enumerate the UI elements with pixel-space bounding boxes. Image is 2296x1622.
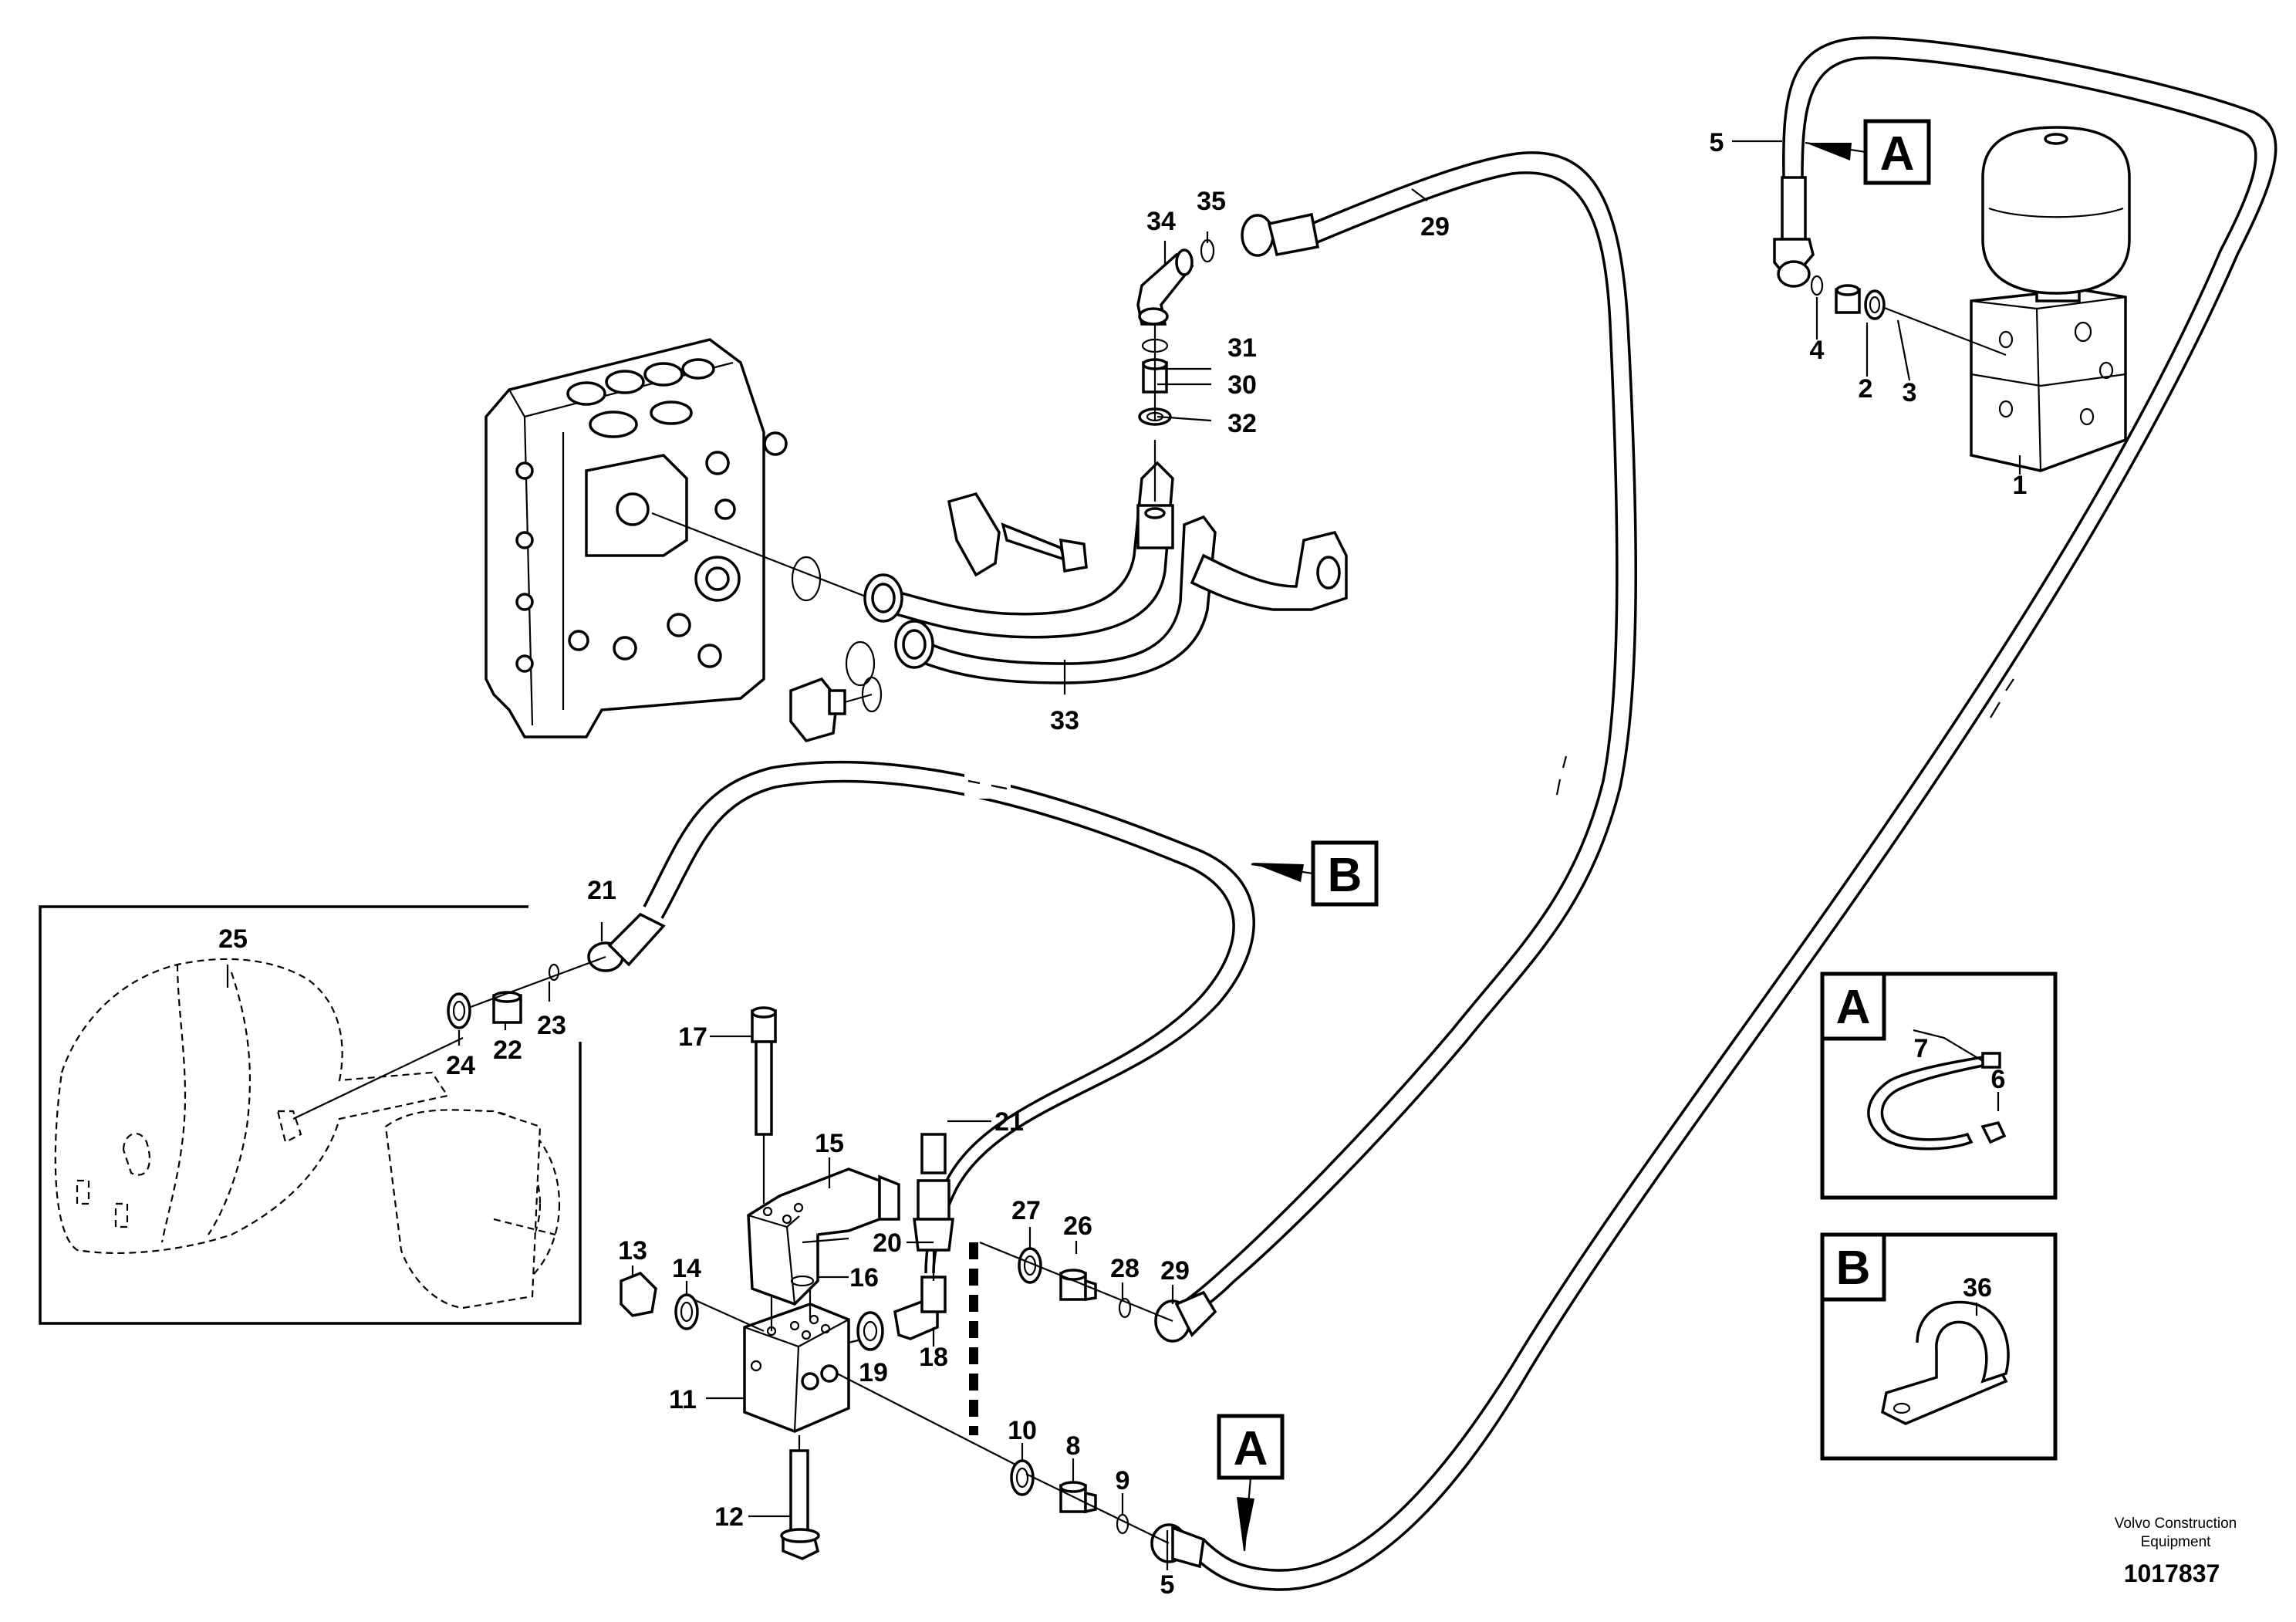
callout-21-lower: 21 bbox=[994, 1107, 1024, 1137]
accumulator-block-1 bbox=[1970, 126, 2131, 472]
callout-1: 1 bbox=[2013, 471, 2028, 500]
callout-10: 10 bbox=[1008, 1416, 1037, 1445]
callout-18: 18 bbox=[919, 1343, 948, 1372]
callout-30: 30 bbox=[1227, 370, 1257, 400]
ref-b-detail-label: B bbox=[1836, 1242, 1871, 1295]
callout-36: 36 bbox=[1963, 1273, 1992, 1303]
callout-6: 6 bbox=[1991, 1065, 2006, 1094]
solenoid-15 bbox=[747, 1168, 900, 1306]
callout-25: 25 bbox=[218, 924, 248, 954]
callout-labels: 1 2 3 4 5 5 6 7 8 9 10 11 12 13 14 15 16… bbox=[218, 128, 2027, 1600]
transmission-detail-frame bbox=[39, 905, 582, 1325]
ref-box-a-bottom: A bbox=[1217, 1414, 1285, 1480]
callout-2: 2 bbox=[1859, 374, 1873, 404]
ref-box-a-top: A bbox=[1863, 119, 1931, 185]
callout-15: 15 bbox=[815, 1129, 844, 1158]
ref-a-bottom-label: A bbox=[1234, 1422, 1268, 1475]
ref-a-detail-label: A bbox=[1836, 981, 1871, 1034]
callout-20: 20 bbox=[873, 1228, 902, 1258]
hose-21 bbox=[643, 761, 1255, 1274]
fittings-26-29 bbox=[979, 1241, 1217, 1343]
callout-5-top: 5 bbox=[1710, 128, 1724, 157]
detail-box-a bbox=[1820, 972, 2058, 1200]
detail-box-b bbox=[1820, 1232, 2058, 1461]
company-line-2: Equipment bbox=[2141, 1534, 2212, 1550]
callout-7: 7 bbox=[1914, 1034, 1929, 1063]
callout-4: 4 bbox=[1810, 336, 1825, 365]
callout-5-bottom: 5 bbox=[1160, 1570, 1175, 1600]
callout-8: 8 bbox=[1066, 1431, 1081, 1461]
callout-33: 33 bbox=[1050, 706, 1079, 735]
transmission-housing-25 bbox=[54, 958, 561, 1309]
hose-5 bbox=[1187, 36, 2277, 1591]
callout-32: 32 bbox=[1227, 409, 1257, 438]
fittings-16-20 bbox=[790, 1133, 954, 1351]
valve-block-11 bbox=[686, 1235, 1027, 1471]
callout-35: 35 bbox=[1197, 187, 1226, 216]
callout-13: 13 bbox=[618, 1236, 647, 1265]
accumulator-fittings bbox=[1773, 176, 2007, 357]
fittings-22-24 bbox=[447, 912, 666, 1029]
callout-21-upper: 21 bbox=[587, 876, 616, 905]
screw-17 bbox=[751, 1006, 777, 1204]
callout-14: 14 bbox=[672, 1254, 701, 1283]
callout-26: 26 bbox=[1063, 1211, 1092, 1241]
hose-break-marks bbox=[964, 655, 2047, 822]
callout-28: 28 bbox=[1110, 1254, 1140, 1283]
callout-27: 27 bbox=[1011, 1196, 1041, 1225]
pipe-clamp bbox=[947, 492, 1088, 577]
callout-17: 17 bbox=[678, 1022, 707, 1052]
ref-b-main-label: B bbox=[1328, 849, 1362, 902]
plug bbox=[789, 676, 883, 743]
callout-29-lower: 29 bbox=[1160, 1256, 1190, 1286]
callout-29-upper: 29 bbox=[1420, 212, 1450, 242]
control-valve-block bbox=[485, 338, 880, 738]
callout-11: 11 bbox=[669, 1385, 697, 1414]
ref-a-top-label: A bbox=[1880, 127, 1915, 181]
callout-12: 12 bbox=[714, 1502, 744, 1532]
callout-22: 22 bbox=[493, 1036, 522, 1065]
elbow-fitting-34 bbox=[1136, 212, 1320, 426]
callout-23: 23 bbox=[537, 1011, 566, 1040]
footer: Volvo Construction Equipment 1017837 bbox=[2115, 1516, 2237, 1587]
callout-24: 24 bbox=[446, 1051, 475, 1080]
ref-box-b-main: B bbox=[1311, 840, 1379, 907]
plug-13-14 bbox=[620, 1271, 699, 1330]
company-line-1: Volvo Construction bbox=[2115, 1516, 2237, 1532]
callout-9: 9 bbox=[1116, 1466, 1130, 1495]
leader-lines bbox=[226, 140, 2021, 1570]
callout-34: 34 bbox=[1146, 207, 1176, 236]
fittings-8-10 bbox=[1010, 1459, 1205, 1569]
callout-3: 3 bbox=[1903, 378, 1917, 407]
callout-16: 16 bbox=[849, 1263, 879, 1293]
document-number: 1017837 bbox=[2124, 1559, 2220, 1587]
bolt-12 bbox=[780, 1435, 820, 1560]
pipe-33 bbox=[791, 440, 1348, 687]
callout-31: 31 bbox=[1227, 333, 1257, 363]
callout-19: 19 bbox=[859, 1358, 888, 1387]
ref-arrows bbox=[1237, 141, 1866, 1552]
hose-29 bbox=[1180, 151, 1637, 1317]
